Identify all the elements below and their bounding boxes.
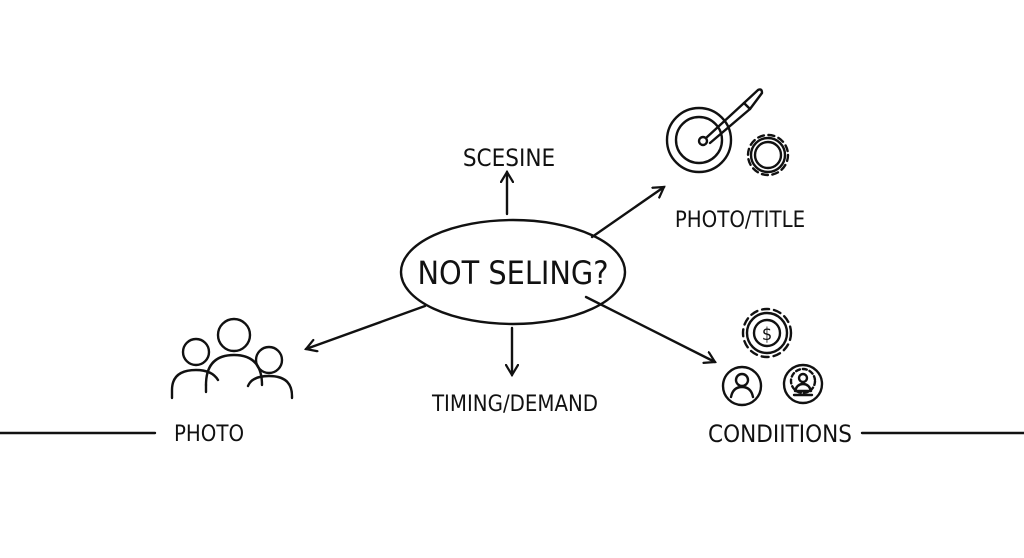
arrow-top-right (590, 187, 664, 239)
node-top-right-label: PHOTO/TITLE (675, 208, 805, 233)
center-label: NOT SELING? (417, 254, 608, 292)
arrow-bottom-right (584, 295, 715, 362)
node-top-label: SCESINE (463, 144, 555, 172)
pen-icon (697, 88, 764, 147)
gear-icon (746, 133, 790, 177)
target-icon (665, 106, 733, 174)
center-ellipse (399, 218, 627, 326)
node-left-label: PHOTO (174, 422, 244, 447)
arrow-left (306, 304, 427, 349)
user-gear-icon (782, 363, 824, 405)
dollar-gear-icon: $ (741, 307, 793, 359)
svg-text:$: $ (762, 324, 772, 345)
node-bottom-right-label: CONDIITIONS (708, 420, 852, 448)
user-circle-icon (721, 365, 763, 407)
people-group-icon (170, 317, 294, 400)
node-bottom-label: TIMING/DEMAND (431, 392, 598, 417)
